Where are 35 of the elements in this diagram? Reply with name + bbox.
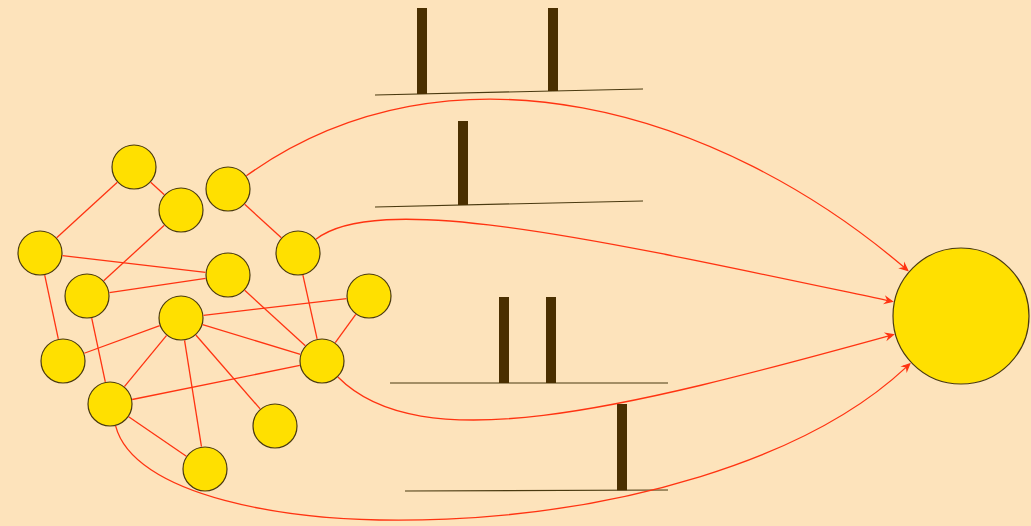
connection-line	[44, 274, 59, 340]
neuron-circle	[64, 273, 110, 319]
neuron-circle	[275, 230, 321, 276]
neuron-circle	[299, 338, 345, 384]
neuron-circle	[892, 247, 1030, 385]
arrow	[245, 99, 909, 272]
connection-line	[131, 364, 301, 401]
connection-line	[83, 325, 161, 354]
connection-line	[91, 317, 106, 383]
neuron-circle	[17, 230, 63, 276]
neuron-circle	[158, 187, 204, 233]
connection-line	[56, 181, 118, 239]
connection-line	[150, 181, 165, 196]
connection-line	[202, 297, 348, 316]
connection-line	[195, 334, 261, 410]
connection-line	[108, 277, 207, 294]
connection-line	[334, 313, 357, 344]
connection-line	[128, 416, 187, 457]
connection-line	[103, 224, 165, 282]
connection-line	[123, 334, 168, 388]
connection-line	[302, 274, 318, 340]
neuron-circle	[87, 381, 133, 427]
connection-line	[202, 323, 302, 356]
connection-line	[244, 203, 282, 239]
neuron-circle	[205, 252, 251, 298]
neuron-circle	[346, 273, 392, 319]
neuron-circle	[158, 295, 204, 341]
connection-line	[61, 254, 207, 273]
neuron-circle	[182, 446, 228, 492]
connection-line	[183, 339, 203, 448]
neuron-circle	[111, 144, 157, 190]
neuron-circle	[252, 403, 298, 449]
neuron-circle	[40, 338, 86, 384]
neuron-circle	[205, 166, 251, 212]
connection-line	[244, 289, 306, 347]
